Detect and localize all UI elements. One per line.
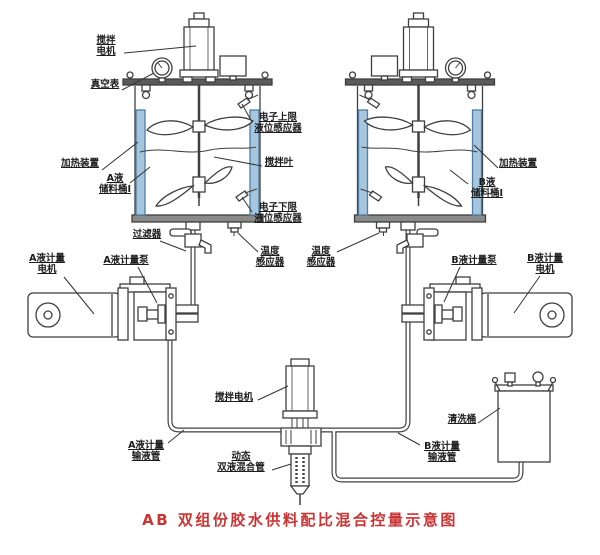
- label-pump-a: A液计量泵: [103, 255, 149, 266]
- label-mixer-tube: 动态 双液混合管: [217, 451, 265, 473]
- label-clean-barrel: 清洗桶: [447, 414, 477, 425]
- label-stir-motor-top: 搅拌 电机: [96, 35, 116, 57]
- valve-b: [396, 221, 439, 254]
- tank-b-assembly: [344, 11, 496, 238]
- cleaning-barrel: [491, 371, 557, 463]
- label-lower-sensor: 电子下限 液位感应器: [254, 202, 302, 224]
- pump-a-unit: [27, 276, 177, 341]
- mixing-manifold: [280, 427, 322, 447]
- label-vacuum-gauge: 真空表: [90, 79, 120, 90]
- label-upper-sensor: 电子上限 液位感应器: [254, 112, 302, 134]
- pump-b-unit: [423, 276, 573, 341]
- label-stir-motor-center: 搅拌电机: [214, 392, 253, 403]
- label-tank-b: B液 储料桶I: [470, 177, 504, 199]
- tank-a-assembly: [121, 11, 274, 238]
- label-pump-motor-b: B液计量 电机: [527, 253, 563, 275]
- mixer-motor-cap: [290, 358, 310, 367]
- label-stir-blade: 搅拌叶: [264, 157, 294, 168]
- leader-lines: [63, 45, 541, 471]
- pump-b-inlet-elbow: [401, 304, 427, 323]
- pump-a-inlet-elbow: [173, 304, 199, 323]
- valve-a: [169, 221, 212, 254]
- pipes: [167, 220, 524, 483]
- mixing-tube: [290, 453, 310, 487]
- label-tank-a: A液 储料桶I: [98, 173, 132, 195]
- label-pipe-b: B液计量 输液管: [424, 441, 460, 463]
- label-filter: 过滤器: [132, 229, 162, 240]
- label-pipe-a: A液计量 输液管: [128, 440, 164, 462]
- cleaning-barrel-body: [497, 390, 551, 463]
- mixer-assembly: [280, 358, 322, 505]
- label-pump-motor-a: A液计量 电机: [29, 253, 65, 275]
- mixer-motor-body: [285, 365, 315, 412]
- label-temp-sensor-right: 温度 感应器: [306, 246, 336, 268]
- label-pump-b: B液计量泵: [451, 255, 497, 266]
- label-heater-left: 加热装置: [60, 158, 99, 169]
- diagram-title: AB 双组份胶水供料配比混合控量示意图: [142, 511, 458, 529]
- label-temp-sensor-left: 温度 感应器: [255, 246, 285, 268]
- label-heater-right: 加热装置: [498, 158, 537, 169]
